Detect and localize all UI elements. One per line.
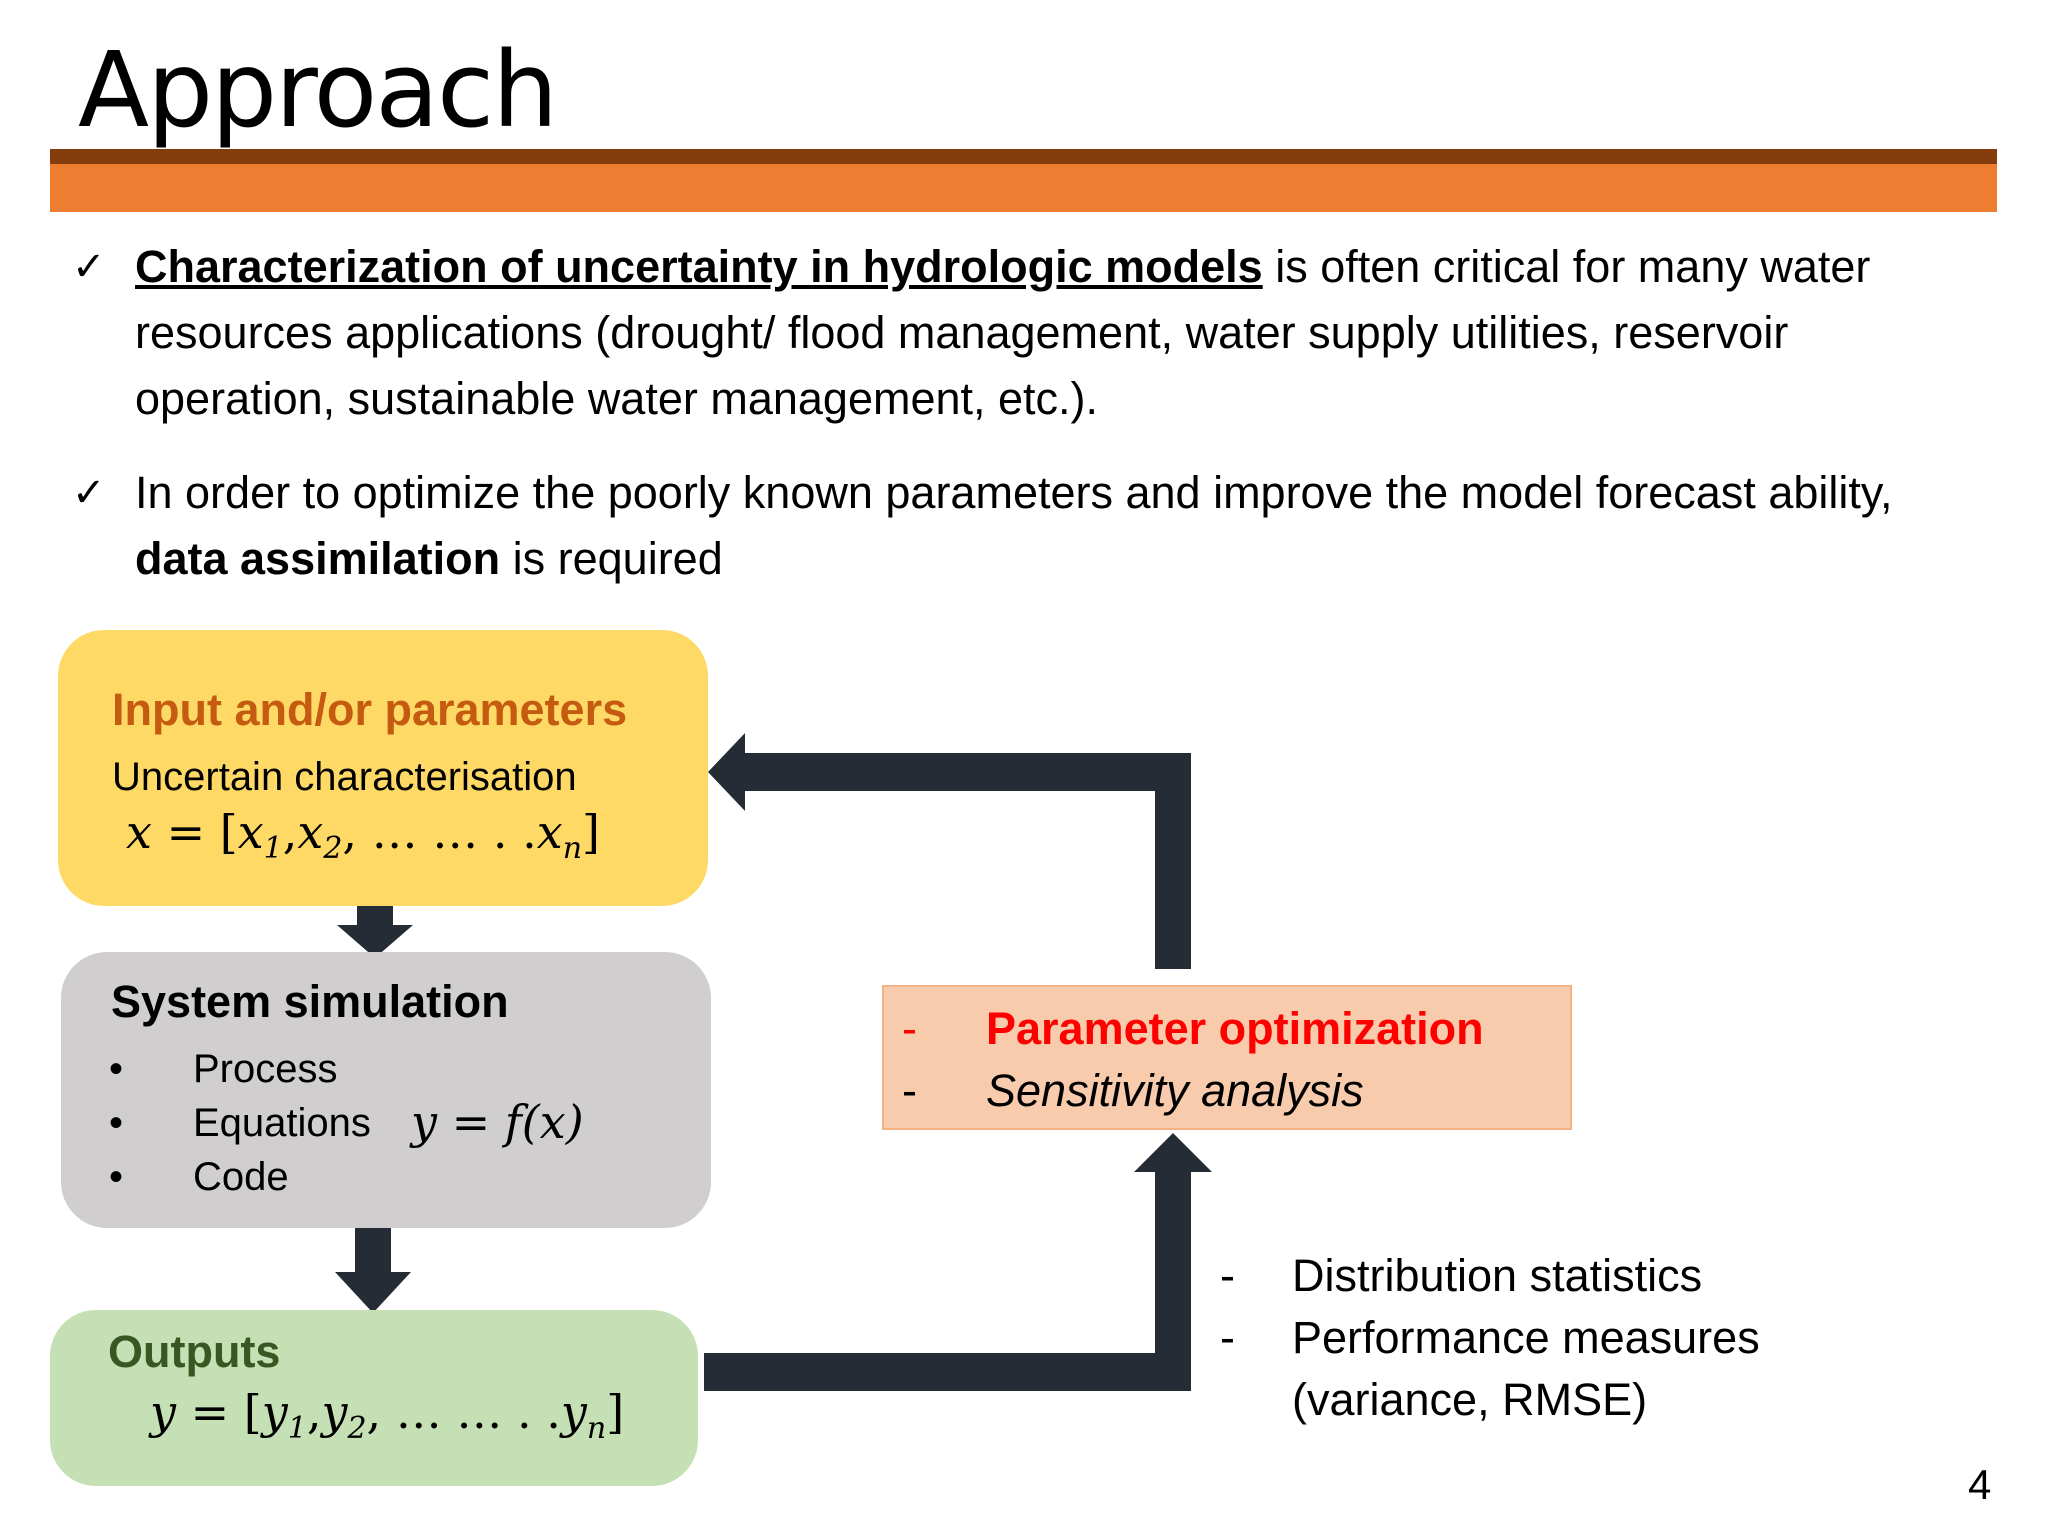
arrow-optimization-to-input [708,733,1191,969]
formula-part: , … … . . [342,805,537,859]
system-simulation-box: System simulation Process Equations Code… [61,952,711,1228]
dash-marker: - [902,1003,917,1054]
sensitivity-analysis-label: Sensitivity analysis [986,1065,1364,1116]
statistics-label: Distribution statistics [1292,1250,1703,1301]
formula-subscript: n [586,1411,607,1447]
header-bar-dark [50,149,1997,164]
input-formula: x = [x1,x2, … … . .xn] [126,805,600,867]
simulation-list: Process Equations Code [109,1042,371,1204]
formula-part: x [297,805,324,859]
statistics-label: (variance, RMSE) [1292,1374,1648,1425]
list-item: Equations [109,1096,371,1150]
checkmark-icon: ✓ [72,470,106,516]
bullet-2-emphasis: data assimilation [135,533,501,584]
formula-part: y [261,1385,288,1439]
checkmark-icon: ✓ [72,244,106,290]
optimization-box: - Parameter optimization - Sensitivity a… [882,985,1572,1130]
dash-marker: - [1220,1250,1235,1301]
bullet-text-1: Characterization of uncertainty in hydro… [135,234,1975,432]
bullet-1-emphasis: Characterization of uncertainty in hydro… [135,241,1263,292]
outputs-formula: y = [y1,y2, … … . .yn] [150,1385,625,1447]
arrow-simulation-to-outputs [335,1228,411,1313]
formula-part: = [ [176,1385,262,1439]
formula-part: y [321,1385,348,1439]
bullet-2-before: In order to optimize the poorly known pa… [135,467,1893,518]
simulation-formula: y = f(x) [411,1095,584,1149]
input-parameters-box: Input and/or parameters Uncertain charac… [58,630,708,906]
arrow-outputs-to-optimization [704,1133,1212,1391]
formula-part: x [126,805,152,859]
formula-part: y [150,1385,176,1439]
formula-part: x [237,805,264,859]
slide-title: Approach [78,29,558,151]
formula-part: y [560,1385,587,1439]
page-number: 4 [1968,1461,1992,1508]
input-box-title: Input and/or parameters [112,684,628,735]
bullet-text-2: In order to optimize the poorly known pa… [135,460,1975,592]
outputs-box-title: Outputs [108,1326,281,1377]
formula-part: ] [606,1385,625,1439]
formula-part: ] [582,805,600,859]
outputs-box: Outputs y = [y1,y2, … … . .yn] [50,1310,698,1486]
list-item: Process [109,1042,371,1096]
input-box-subtitle: Uncertain characterisation [112,755,577,799]
formula-subscript: 1 [263,831,283,867]
dash-marker: - [1220,1312,1235,1363]
formula-part: x [536,805,563,859]
bullet-1-rest: is often critical for many water resourc… [135,241,1871,424]
formula-subscript: 2 [323,831,343,867]
dash-marker: - [902,1065,917,1116]
formula-part: = [ [151,805,238,859]
header-bar-orange [50,164,1997,212]
formula-subscript: n [562,831,583,867]
formula-subscript: 1 [287,1411,307,1447]
formula-subscript: 2 [347,1411,367,1447]
formula-part: , … … . . [366,1385,561,1439]
list-item: Code [109,1150,371,1204]
parameter-optimization-label: Parameter optimization [986,1003,1484,1054]
simulation-box-title: System simulation [111,976,509,1027]
statistics-label: Performance measures [1292,1312,1760,1363]
bullet-2-after: is required [500,533,723,584]
